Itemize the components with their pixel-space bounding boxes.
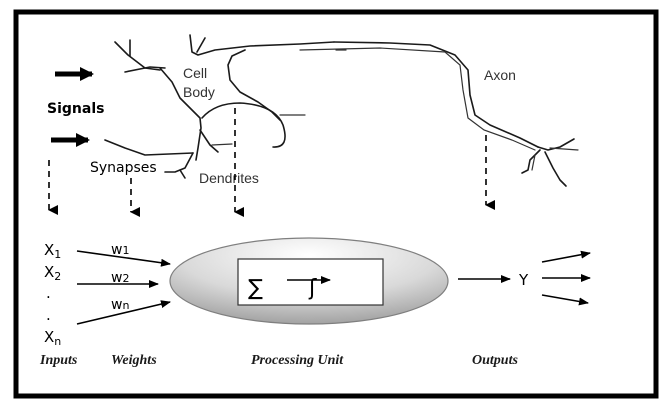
output-fanout-arrow-3 bbox=[541, 294, 589, 306]
input-x1: X1 bbox=[44, 241, 61, 261]
input-ellipsis-2: . bbox=[46, 306, 51, 324]
input-xn: Xn bbox=[44, 328, 61, 348]
axon-terminal bbox=[531, 154, 536, 171]
input-ellipsis-1: . bbox=[46, 284, 51, 302]
output-fanout-arrow-1 bbox=[541, 250, 591, 263]
summation-symbol: ∑ bbox=[248, 276, 263, 301]
cell-body-label-line1: Cell bbox=[183, 65, 207, 81]
axon-inner bbox=[299, 47, 536, 151]
weight-arrow-1 bbox=[76, 250, 171, 267]
dendrite-twig bbox=[211, 143, 233, 146]
dendrites-label: Dendrites bbox=[199, 170, 259, 186]
caption-weights: Weights bbox=[111, 353, 157, 368]
caption-processing-unit: Processing Unit bbox=[251, 353, 344, 368]
axon-terminal bbox=[544, 151, 567, 187]
input-list: X1 X2 . . Xn bbox=[44, 241, 61, 348]
axon-label: Axon bbox=[484, 67, 516, 83]
input-x2: X2 bbox=[44, 263, 61, 283]
activation-function-symbol: ʃ bbox=[308, 276, 317, 301]
caption-inputs: Inputs bbox=[39, 353, 78, 368]
weight-w2: w2 bbox=[111, 270, 129, 286]
cell-body-edge bbox=[159, 67, 202, 161]
synapses-label: Synapses bbox=[90, 160, 157, 176]
cell-body-label-line2: Body bbox=[183, 84, 215, 100]
dendrite-twig bbox=[196, 37, 206, 53]
dendrite-branch bbox=[114, 41, 161, 71]
dendrite-twig bbox=[179, 169, 186, 179]
axon-terminal bbox=[549, 147, 579, 151]
dendrite-lower bbox=[199, 129, 219, 153]
synapse-dendrite bbox=[104, 139, 194, 156]
dendrite-loop bbox=[201, 102, 286, 148]
signals-label: Signals bbox=[47, 101, 104, 117]
weight-arrow-n bbox=[76, 300, 171, 325]
axon-outer bbox=[333, 41, 539, 148]
weight-wn: wn bbox=[111, 297, 129, 313]
processing-box bbox=[237, 258, 384, 306]
caption-outputs: Outputs bbox=[472, 353, 518, 368]
weight-w1: w1 bbox=[111, 242, 129, 258]
biological-neuron bbox=[104, 34, 579, 187]
dendrite-top bbox=[189, 34, 335, 56]
output-y: Y bbox=[518, 271, 529, 289]
diagram-frame bbox=[13, 9, 659, 399]
